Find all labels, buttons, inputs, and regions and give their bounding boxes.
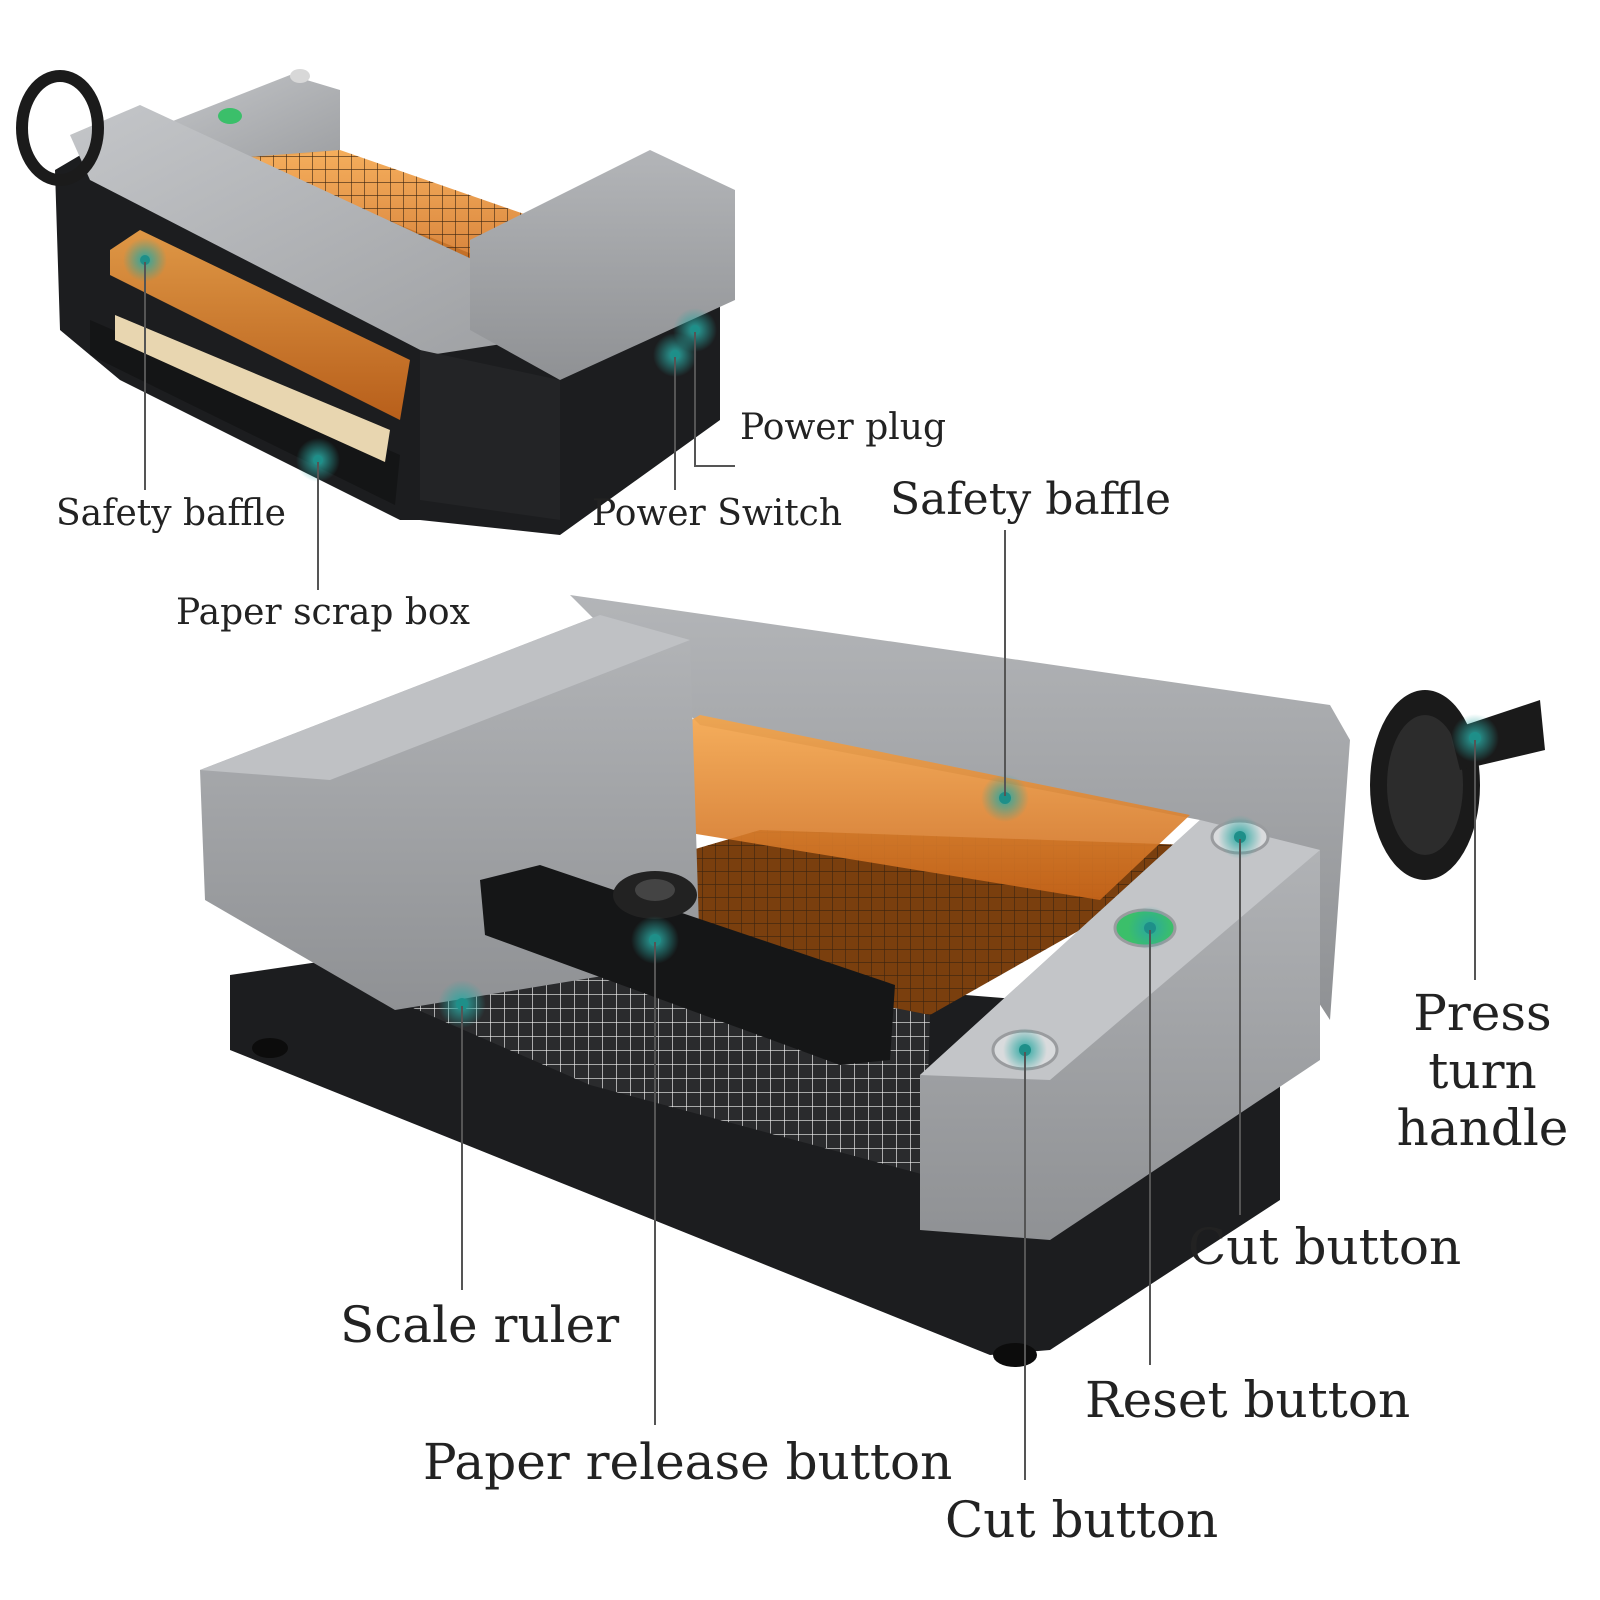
small-handle-icon — [16, 70, 104, 186]
leader-lines — [144, 262, 1476, 1480]
large-cutter — [200, 595, 1545, 1367]
small-safety-baffle — [110, 230, 410, 420]
label-cut-button-lower: Cut button — [945, 1491, 1219, 1549]
label-paper-scrap-box: Paper scrap box — [176, 592, 470, 633]
small-reset-button — [218, 108, 242, 124]
label-power-switch: Power Switch — [592, 493, 843, 534]
small-front-beam — [70, 105, 560, 355]
label-cut-button-upper: Cut button — [1188, 1218, 1462, 1276]
small-right-box — [470, 150, 735, 380]
small-cut-button — [290, 69, 310, 83]
small-paper-stack — [115, 315, 390, 462]
leader-power-plug — [694, 332, 735, 467]
label-safety-baffle: Safety baffle — [890, 474, 1171, 525]
label-power-plug: Power plug — [740, 407, 946, 448]
label-press-turn-handle: Press turn handle — [1365, 984, 1600, 1158]
large-back-wall — [570, 595, 1350, 1020]
label-press-turn-handle-line2: handle — [1396, 1099, 1569, 1157]
large-paper-fence — [480, 865, 895, 1065]
label-reset-button: Reset button — [1085, 1371, 1411, 1429]
large-safety-baffle — [570, 715, 1190, 900]
label-scale-ruler: Scale ruler — [340, 1296, 620, 1354]
label-safety-baffle-small: Safety baffle — [56, 493, 286, 534]
label-paper-release-button: Paper release button — [423, 1433, 953, 1491]
small-cutter — [16, 69, 735, 535]
label-press-turn-handle-line1: Press turn — [1413, 984, 1552, 1100]
